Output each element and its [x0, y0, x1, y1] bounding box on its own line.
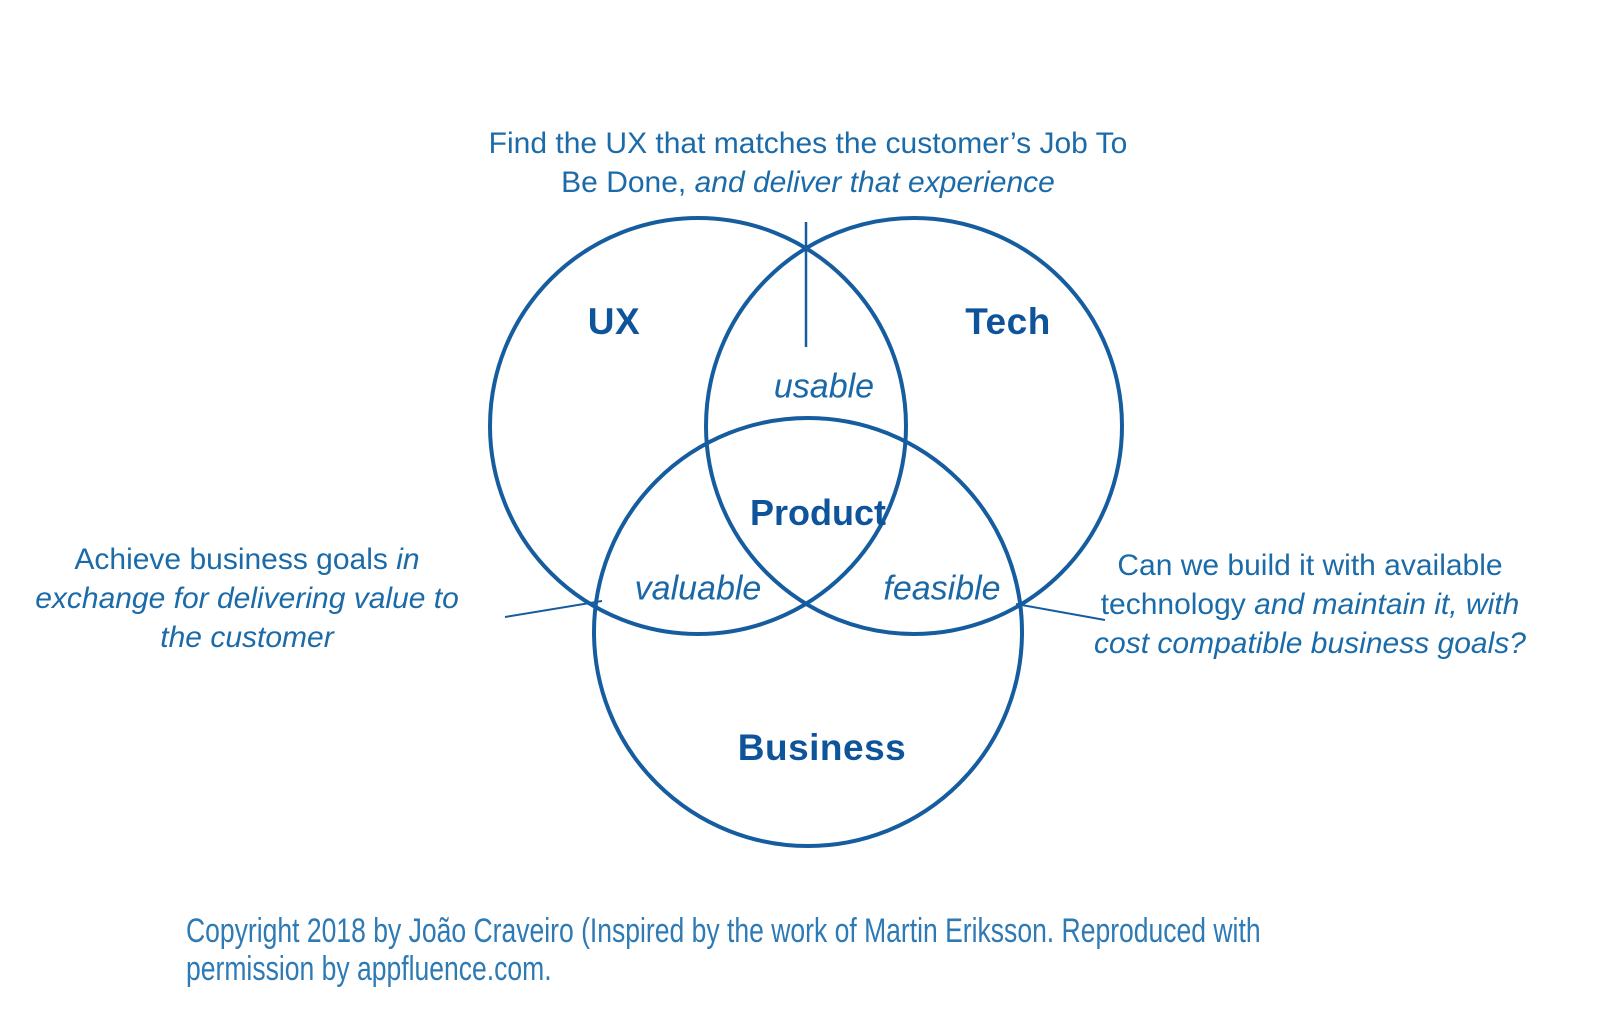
ux-annotation: Find the UX that matches the customer’s … — [489, 124, 1128, 202]
tech-annotation: Can we build it with available technolog… — [1094, 546, 1526, 663]
tech-annotation-line1: Can we build it with available — [1117, 549, 1503, 582]
valuable-label: valuable — [634, 569, 762, 608]
ux-circle — [488, 216, 908, 636]
tech-label: Tech — [965, 301, 1051, 342]
copyright-line2: permission by appfluence.com. — [186, 950, 552, 988]
tech-annotation-line3: cost compatible business goals? — [1094, 627, 1526, 660]
feasible-label: feasible — [883, 569, 1001, 608]
tech-circle — [704, 216, 1124, 636]
business-annotation: Achieve business goals in exchange for d… — [35, 540, 459, 657]
business-annotation-line2: exchange for delivering value to — [35, 582, 459, 615]
ux-label: UX — [587, 301, 641, 342]
ux-annotation-line2: Be Done, and deliver that experience — [561, 166, 1055, 199]
business-annotation-line3: the customer — [160, 621, 334, 654]
product-label: Product — [749, 492, 887, 533]
copyright-text: Copyright 2018 by João Craveiro (Inspire… — [186, 912, 1261, 988]
copyright-line1: Copyright 2018 by João Craveiro (Inspire… — [186, 912, 1261, 950]
business-label: Business — [737, 727, 907, 768]
usable-label: usable — [773, 367, 875, 406]
left-leader-line — [504, 600, 603, 618]
business-circle — [592, 416, 1024, 848]
right-leader-line — [1015, 603, 1106, 621]
ux-annotation-line1: Find the UX that matches the customer’s … — [488, 127, 1128, 160]
business-annotation-line1: Achieve business goals in — [74, 543, 420, 576]
tech-annotation-line2: technology and maintain it, with — [1100, 588, 1520, 621]
